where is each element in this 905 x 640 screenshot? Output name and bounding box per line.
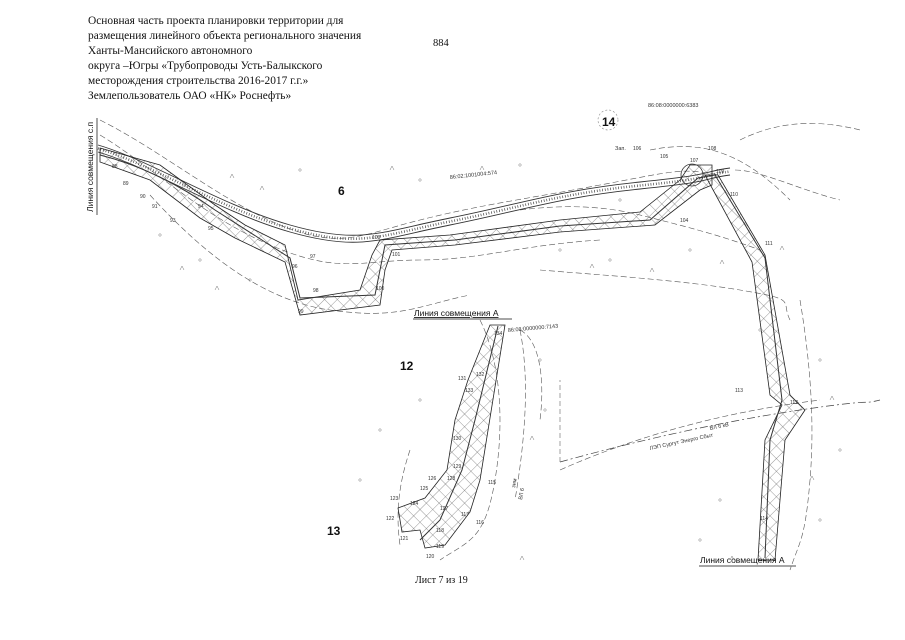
- point-label: 131: [458, 376, 467, 382]
- point-label: 100: [376, 286, 385, 292]
- well-pad-circle: [680, 163, 704, 187]
- point-label: 95: [208, 226, 214, 232]
- point-label: 125: [420, 486, 429, 492]
- point-label: 122: [386, 516, 395, 522]
- point-label: 98: [313, 288, 319, 294]
- header-line-5: месторождения строительства 2016-2017 г.…: [88, 75, 309, 87]
- power-line: [559, 399, 881, 463]
- point-label: 132: [476, 372, 485, 378]
- pipeline-axis: [99, 154, 783, 559]
- page-number: 884: [433, 38, 449, 49]
- point-label: 101: [392, 252, 401, 258]
- contour-lines: [99, 119, 861, 571]
- feature-label-zap: Зап.: [615, 146, 626, 152]
- pipeline-corridor: [99, 147, 806, 561]
- point-label: 116: [476, 520, 484, 526]
- point-label: 114: [760, 516, 768, 522]
- point-number-labels: 88 89 90 91 93 94 95 96 97 98 99 100 101…: [112, 146, 798, 560]
- point-label: 130: [453, 436, 462, 442]
- terrain-symbols: [158, 163, 842, 561]
- point-label: 108: [708, 146, 717, 152]
- header-line-2: размещения линейного объекта регионально…: [88, 30, 362, 42]
- zone-label-13: 13: [327, 524, 341, 538]
- header-line-4: округа –Югры «Трубопроводы Усть-Балыкско…: [88, 60, 323, 72]
- point-label: 106: [633, 146, 642, 152]
- point-label: 119: [436, 544, 444, 550]
- point-label: 89: [123, 181, 129, 187]
- feature-label-vl6kv: ВЛ 6 кВ: [709, 422, 730, 432]
- point-label: 96: [292, 264, 298, 270]
- point-label: 117: [461, 512, 469, 518]
- header-line-6: Землепользователь ОАО «НК» Роснефть»: [88, 90, 292, 102]
- point-label: 94: [198, 204, 204, 210]
- header-line-1: Основная часть проекта планировки террит…: [88, 15, 344, 27]
- combination-line-bottom-right: Линия совмещения А: [700, 555, 785, 565]
- point-label: 99: [298, 309, 304, 315]
- point-label: 126: [428, 476, 437, 482]
- zone-label-14: 14: [602, 115, 616, 129]
- cadastral-label-3: 86:08:0000000:7143: [508, 324, 559, 334]
- zone-label-12: 12: [400, 359, 414, 373]
- point-label: 123: [390, 496, 399, 502]
- point-label: 93: [170, 218, 176, 224]
- point-label: 88: [112, 164, 118, 170]
- combination-line-middle: Линия совмещения А: [414, 308, 499, 318]
- point-label: 110: [730, 192, 738, 198]
- point-label: 121: [400, 536, 409, 542]
- point-label: 112: [790, 400, 798, 406]
- point-label: 90: [140, 194, 146, 200]
- point-label: 115: [488, 480, 496, 486]
- point-label: 127: [440, 506, 449, 512]
- cadastral-label-2: 86:08:0000000:6383: [648, 103, 698, 109]
- document-header: Основная часть проекта планировки террит…: [88, 14, 418, 104]
- feature-label-lep: ЛЭП Сургут Энерго Сбыт: [649, 433, 714, 452]
- pipeline-axis-south: [419, 325, 499, 541]
- header-line-3: Ханты-Мансийского автономного: [88, 45, 253, 57]
- point-label: 134: [494, 331, 503, 337]
- feature-label-zim: зим: [511, 478, 519, 488]
- cadastral-label-1: 86:02:1001004:574: [450, 170, 498, 181]
- point-label: 109: [716, 169, 725, 175]
- zone-14-circle: [597, 109, 619, 131]
- point-label: 124: [410, 501, 419, 507]
- point-label: 128: [447, 476, 456, 482]
- point-label: 133: [465, 388, 474, 394]
- point-label: 104: [680, 218, 689, 224]
- point-label: 118: [436, 528, 444, 534]
- zone-label-6: 6: [338, 184, 345, 198]
- point-label: 111: [765, 241, 773, 247]
- point-label: 97: [310, 254, 316, 260]
- point-label: 107: [690, 158, 699, 164]
- point-label: 103: [372, 235, 381, 241]
- point-label: 120: [426, 554, 435, 560]
- combination-line-left: Линия совмещения с.п: [85, 122, 95, 212]
- sheet-label: Лист 7 из 19: [415, 575, 468, 586]
- point-label: 113: [735, 388, 743, 394]
- feature-label-vl6: ВЛ 6: [518, 488, 526, 501]
- point-label: 91: [152, 204, 158, 210]
- point-label: 129: [453, 464, 462, 470]
- point-label: 105: [660, 154, 669, 160]
